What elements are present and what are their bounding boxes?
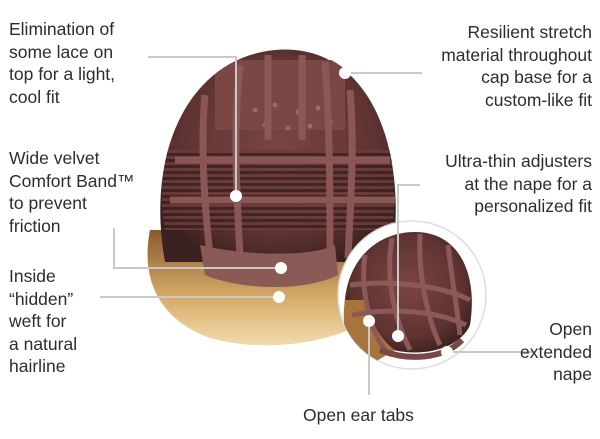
callout-line: Inside — [9, 266, 56, 286]
callout-line: material throughout — [441, 44, 592, 65]
callout-adjusters: Ultra-thin adjusters at the nape for a p… — [445, 150, 592, 218]
callout-line: nape — [553, 364, 592, 384]
callout-line: Resilient stretch — [467, 22, 593, 42]
stretch-bands — [170, 55, 395, 259]
callout-line: to prevent — [9, 193, 87, 213]
callout-line: Wide velvet — [9, 148, 100, 168]
callout-line: Open — [549, 319, 592, 339]
main-cap-view — [147, 49, 396, 346]
callout-line: at the nape for a — [464, 173, 592, 194]
callout-line: personalized fit — [474, 196, 592, 216]
callout-line: weft for — [9, 311, 67, 331]
callout-line: top for a light, — [9, 64, 116, 84]
callout-hidden-weft: Inside “hidden” weft for a natural hairl… — [9, 265, 77, 378]
velvet-comfort-band — [200, 245, 338, 288]
callout-stretch-material: Resilient stretch material throughout ca… — [441, 21, 592, 111]
callout-line: friction — [9, 215, 61, 236]
callout-line: Elimination of — [9, 19, 115, 39]
callout-line: a natural — [9, 333, 78, 354]
callout-line: cap base for a — [481, 67, 592, 87]
inset-cap-view — [337, 220, 487, 370]
callout-open-nape: Open extended nape — [520, 318, 592, 386]
callout-line: “hidden” — [9, 288, 74, 309]
callout-line: hairline — [9, 356, 66, 376]
callout-line: Ultra-thin adjusters — [445, 151, 592, 171]
callout-velvet-band: Wide velvet Comfort Band™ to prevent fri… — [9, 147, 134, 237]
callout-lace-top: Elimination of some lace on top for a li… — [9, 18, 115, 108]
callout-line: cool fit — [9, 86, 60, 107]
callout-line: extended — [519, 341, 592, 362]
callout-ear-tabs: Open ear tabs — [303, 404, 414, 427]
callout-line: custom-like fit — [485, 89, 592, 110]
leader-dots — [230, 67, 453, 358]
callout-line: some lace on — [9, 41, 114, 62]
callout-line: Comfort Band™ — [9, 170, 135, 191]
callout-line: Open ear tabs — [303, 405, 414, 425]
leader-lines — [100, 56, 535, 395]
